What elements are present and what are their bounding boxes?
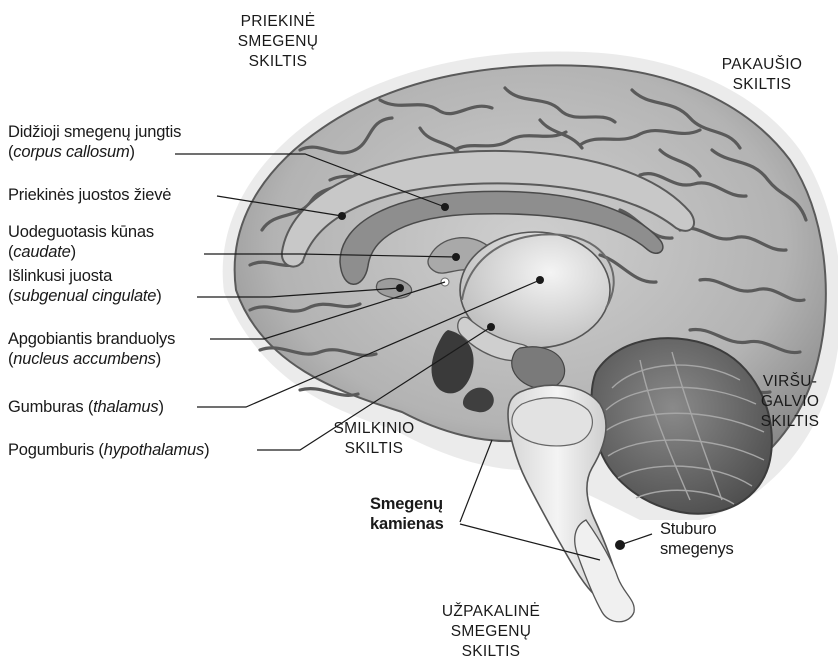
label-accumbens: Apgobiantis branduolys (nucleus accumben… — [8, 329, 175, 369]
label-caudate: Uodeguotasis kūnas (caudate) — [8, 222, 154, 262]
latin-accumbens: nucleus accumbens — [13, 350, 155, 368]
temporal-lobe-label: SMILKINIO SKILTIS — [314, 419, 434, 459]
label-corpus-callosum: Didžioji smegenų jungtis (corpus callosu… — [8, 122, 181, 162]
frontal-lobe-label: PRIEKINĖ SMEGENŲ SKILTIS — [218, 12, 338, 72]
pons — [512, 398, 592, 446]
occipital-lobe-label: PAKAUŠIO SKILTIS — [702, 55, 822, 95]
spinal-cord — [575, 520, 634, 622]
label-cingulate-cortex: Priekinės juostos žievė — [8, 185, 171, 205]
label-subgenual: Išlinkusi juosta (subgenual cingulate) — [8, 266, 162, 306]
label-brainstem: Smegenų kamienas — [370, 494, 444, 534]
line-spinal — [620, 534, 652, 545]
latin-hypothalamus: hypothalamus — [104, 441, 204, 459]
latin-corpus-callosum: corpus callosum — [13, 143, 129, 161]
latin-thalamus: thalamus — [93, 398, 158, 416]
parietal-lobe-label: VIRŠU- GALVIO SKILTIS — [745, 372, 835, 432]
label-hypothalamus: Pogumburis (hypothalamus) — [8, 440, 209, 460]
label-thalamus: Gumburas (thalamus) — [8, 397, 164, 417]
label-spinal-cord: Stuburo smegenys — [660, 519, 734, 559]
posterior-lobe-label: UŽPAKALINĖ SMEGENŲ SKILTIS — [431, 602, 551, 662]
latin-caudate: caudate — [13, 243, 70, 261]
latin-subgenual: subgenual cingulate — [13, 287, 156, 305]
